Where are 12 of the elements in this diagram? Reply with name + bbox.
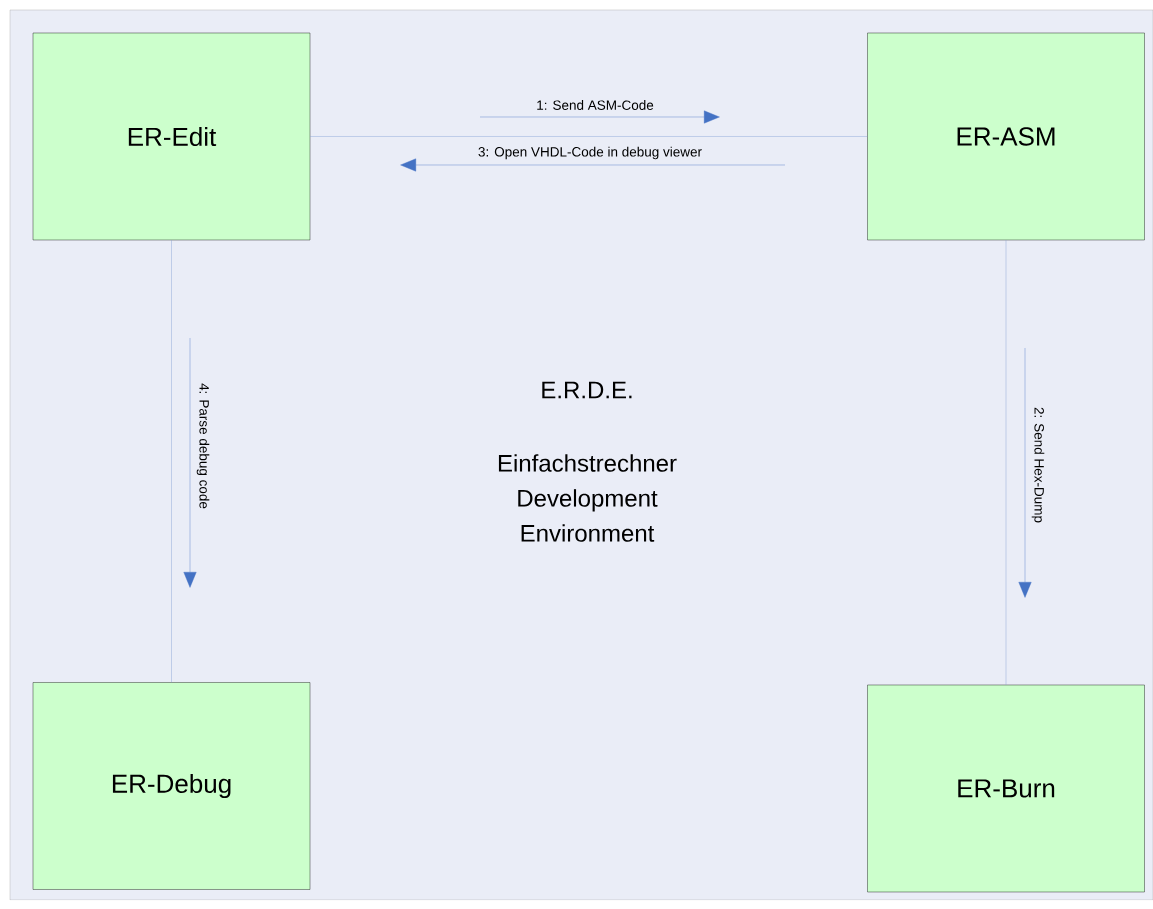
center-text: Einfachstrechner Development Environment xyxy=(498,454,677,542)
message-label: 2: Send Hex-Dump xyxy=(1031,407,1045,523)
process-box: ER-Burn xyxy=(867,684,1145,893)
center-text: E.R.D.E. xyxy=(542,381,632,399)
process-box: ER-Debug xyxy=(32,682,311,890)
message-label: 3: Open VHDL-Code in debug viewer xyxy=(478,146,702,160)
message-label: 4: Parse debug code xyxy=(196,383,210,509)
message-label: 1: Send ASM-Code xyxy=(537,100,654,110)
connector-line xyxy=(171,240,172,683)
process-box: ER-ASM xyxy=(867,32,1145,241)
connector-line xyxy=(310,136,868,137)
process-box: ER-Edit xyxy=(32,32,311,241)
